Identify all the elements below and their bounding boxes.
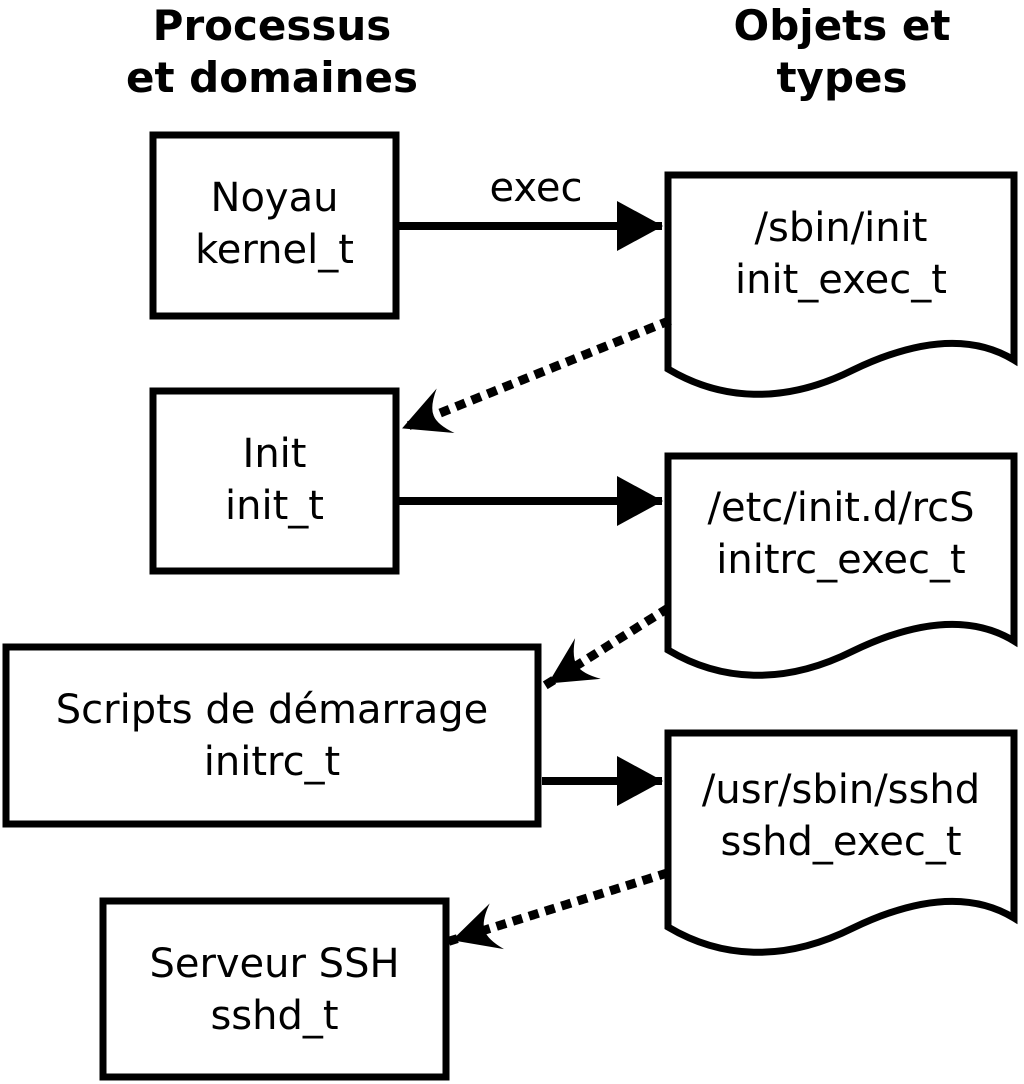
dotted-arrow-sshd-to-sshd-domain bbox=[447, 868, 670, 950]
process-box-initrc-label: Scripts de démarrage initrc_t bbox=[55, 687, 489, 785]
document-usr-sbin-sshd bbox=[664, 729, 1018, 956]
document-usr-sbin-sshd-label: /usr/sbin/sshd sshd_exec_t bbox=[701, 767, 981, 865]
document-sbin-init-label: /sbin/init init_exec_t bbox=[735, 205, 947, 303]
process-box-initrc bbox=[2, 643, 542, 828]
process-box-kernel-label: Noyau kernel_t bbox=[195, 175, 354, 273]
process-box-kernel bbox=[149, 131, 400, 320]
process-box-init bbox=[149, 387, 400, 575]
exec-arrow-label: exec bbox=[489, 165, 583, 211]
dotted-arrow-sbin-init-to-init-domain bbox=[397, 316, 672, 434]
document-etc-initd-rcs bbox=[664, 452, 1018, 679]
document-etc-initd-rcs-label: /etc/init.d/rcS initrc_exec_t bbox=[707, 485, 975, 583]
column-header-objects-types: Objets et types bbox=[733, 1, 951, 102]
process-box-sshd-label: Serveur SSH sshd_t bbox=[149, 941, 400, 1039]
document-sbin-init bbox=[664, 171, 1018, 398]
column-header-processes-domains: Processus et domaines bbox=[126, 1, 418, 102]
dotted-arrow-rcs-to-initrc-domain bbox=[542, 603, 672, 690]
process-box-sshd bbox=[99, 897, 450, 1081]
process-box-init-label: Init init_t bbox=[225, 431, 324, 529]
